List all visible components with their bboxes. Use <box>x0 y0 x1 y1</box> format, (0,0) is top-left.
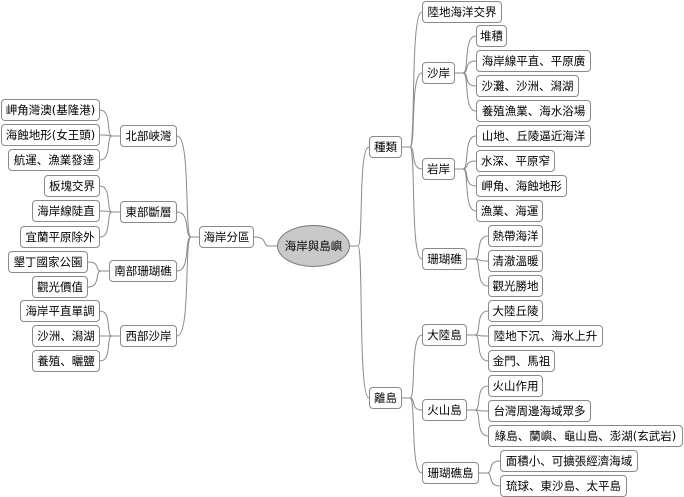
leaf-node[interactable]: 漁業、海運 <box>476 200 543 222</box>
topic-rocky-coast[interactable]: 岩岸 <box>422 158 455 180</box>
topic-islands[interactable]: 離島 <box>369 387 402 409</box>
leaf-node[interactable]: 岬角灣澳(基隆港) <box>1 99 100 121</box>
leaf-node[interactable]: 水深、平原窄 <box>476 150 555 172</box>
topic-west-sandy[interactable]: 西部沙岸 <box>120 325 177 347</box>
connector-line <box>479 472 501 487</box>
leaf-node[interactable]: 沙洲、潟湖 <box>32 325 100 347</box>
leaf-node[interactable]: 陸地海洋交界 <box>422 1 502 23</box>
leaf-node[interactable]: 沙灘、沙洲、潟湖 <box>476 75 579 97</box>
connector-line <box>467 235 489 260</box>
connector-line <box>176 236 199 337</box>
leaf-node[interactable]: 綠島、蘭嶼、龜山島、澎湖(玄武岩) <box>488 425 683 447</box>
connector-line <box>467 310 489 336</box>
leaf-node[interactable]: 火山作用 <box>488 375 543 397</box>
connector-line <box>402 334 423 399</box>
connector-line <box>402 11 423 148</box>
connector-line <box>87 270 109 288</box>
connector-line <box>350 146 370 247</box>
connector-line <box>99 109 120 137</box>
leaf-node[interactable]: 航運、漁業發達 <box>8 149 100 171</box>
leaf-node[interactable]: 海岸線平直、平原廣 <box>476 50 591 72</box>
root-topic[interactable]: 海岸與島嶼 <box>277 225 350 267</box>
topic-north-fjord[interactable]: 北部峽灣 <box>120 125 177 147</box>
leaf-node[interactable]: 觀光價值 <box>32 276 88 298</box>
leaf-node[interactable]: 海蝕地形(女王頭) <box>1 124 100 146</box>
leaf-node[interactable]: 陸地下沉、海水上升 <box>488 325 603 347</box>
leaf-node[interactable]: 宜蘭平原除外 <box>20 226 100 248</box>
topic-coral-reef[interactable]: 珊瑚礁 <box>422 248 467 270</box>
connector-line <box>99 211 120 238</box>
leaf-node[interactable]: 岬角、海蝕地形 <box>476 175 567 197</box>
leaf-node[interactable]: 海岸平直單調 <box>20 300 100 322</box>
leaf-node[interactable]: 板塊交界 <box>44 175 100 197</box>
connector-line <box>99 185 120 213</box>
connector-line <box>350 245 370 399</box>
connector-line <box>99 310 120 337</box>
topic-east-fault[interactable]: 東部斷層 <box>120 201 177 223</box>
topic-coral-island[interactable]: 珊瑚礁島 <box>422 462 479 484</box>
leaf-node[interactable]: 海岸線陡直 <box>32 200 100 222</box>
leaf-node[interactable]: 墾丁國家公園 <box>8 251 88 273</box>
connector-line <box>176 135 199 238</box>
connector-line <box>402 397 423 474</box>
connector-line <box>402 146 423 260</box>
leaf-node[interactable]: 金門、馬祖 <box>488 350 555 372</box>
leaf-node[interactable]: 山地、丘陵逼近海洋 <box>476 125 591 147</box>
leaf-node[interactable]: 養殖、曬鹽 <box>32 350 100 372</box>
leaf-node[interactable]: 台灣周邊海域眾多 <box>488 400 591 422</box>
connector-line <box>455 168 477 212</box>
leaf-node[interactable]: 養殖漁業、海水浴場 <box>476 100 591 122</box>
topic-volcanic-island[interactable]: 火山島 <box>422 399 467 421</box>
connector-line <box>455 35 477 74</box>
connector-line <box>87 261 109 272</box>
connector-line <box>455 72 477 112</box>
leaf-node[interactable]: 堆積 <box>476 25 507 47</box>
connector-line <box>467 409 489 437</box>
topic-types[interactable]: 種類 <box>369 136 402 158</box>
connector-line <box>455 135 477 170</box>
connector-line <box>467 334 489 362</box>
connector-line <box>99 335 120 362</box>
connector-line <box>253 236 277 247</box>
connector-line <box>99 135 120 161</box>
connector-line <box>467 258 489 287</box>
topic-continental-island[interactable]: 大陸島 <box>422 324 467 346</box>
leaf-node[interactable]: 熱帶海洋 <box>488 225 543 247</box>
leaf-node[interactable]: 面積小、可擴張經濟海域 <box>500 450 638 472</box>
leaf-node[interactable]: 清澈溫暖 <box>488 250 543 272</box>
connector-line <box>467 385 489 411</box>
connector-line <box>479 460 501 474</box>
leaf-node[interactable]: 大陸丘陵 <box>488 300 543 322</box>
topic-coastal-regions[interactable]: 海岸分區 <box>199 226 254 248</box>
leaf-node[interactable]: 觀光勝地 <box>488 275 543 297</box>
topic-sandy-coast[interactable]: 沙岸 <box>422 62 455 84</box>
topic-south-coral[interactable]: 南部珊瑚礁 <box>109 260 177 282</box>
leaf-node[interactable]: 琉球、東沙島、太平島 <box>500 475 627 497</box>
